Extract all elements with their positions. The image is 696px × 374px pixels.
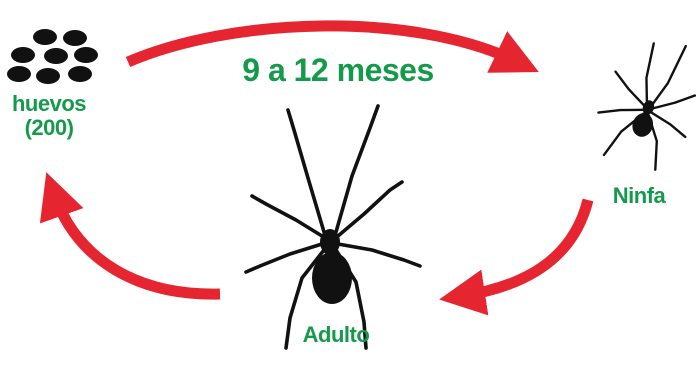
egg: [11, 47, 35, 63]
egg: [44, 48, 68, 64]
cycle-duration-label: 9 a 12 meses: [222, 52, 454, 89]
egg: [7, 66, 31, 82]
egg: [74, 47, 98, 63]
eggs-label: huevos (200): [8, 92, 90, 140]
adult-spider-icon: [246, 106, 420, 348]
arrow-nymph-to-adult: [462, 200, 588, 296]
egg: [63, 30, 87, 46]
nymph-spider-icon: [586, 27, 696, 177]
adult-label: Adulto: [290, 322, 382, 348]
eggs-label-line1: huevos: [8, 92, 90, 116]
egg: [33, 29, 57, 45]
eggs-cluster: [7, 29, 98, 84]
eggs-label-line2: (200): [8, 116, 90, 140]
egg: [68, 66, 92, 82]
arrow-adult-to-eggs: [54, 194, 220, 294]
egg: [36, 68, 60, 84]
nymph-label: Ninfa: [604, 183, 674, 209]
